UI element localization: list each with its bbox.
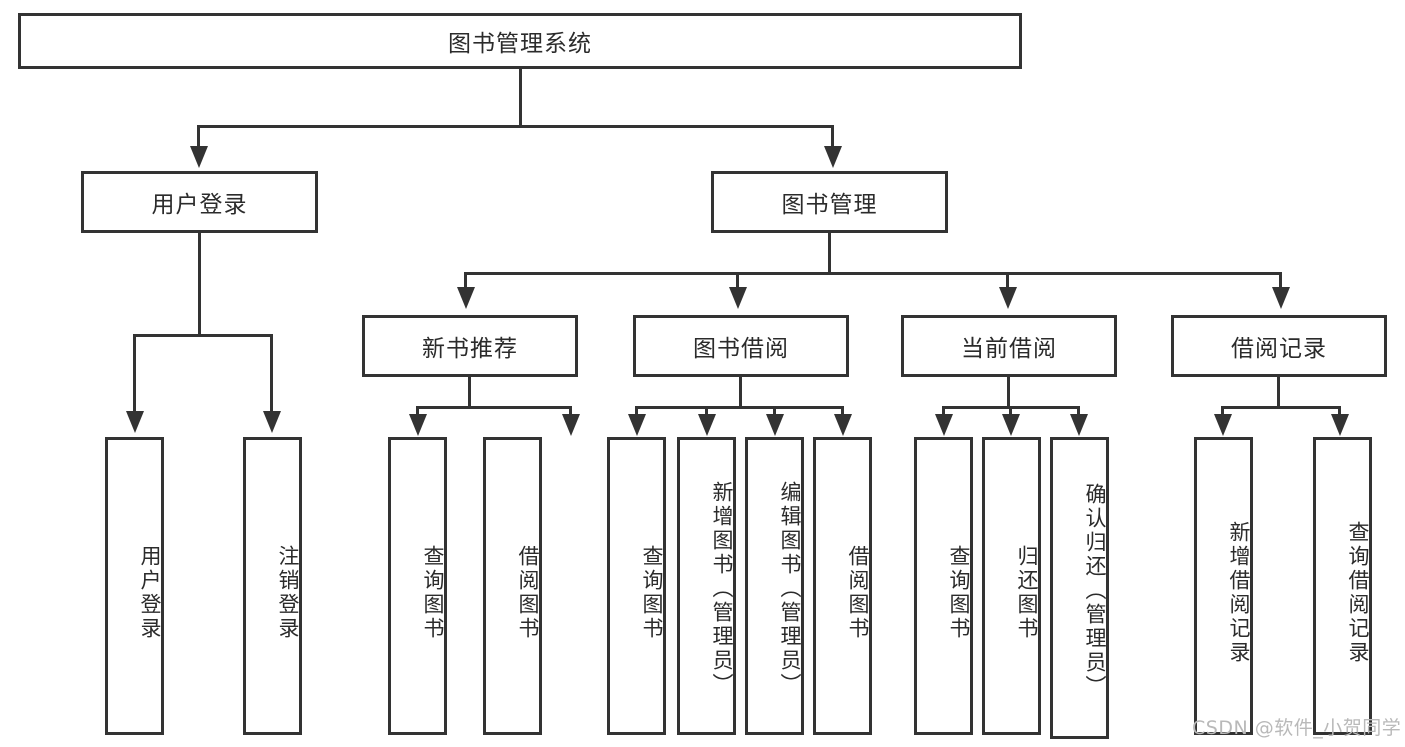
- node-label: 用户登录: [138, 545, 162, 641]
- arrow-to-current-borrow: [999, 287, 1017, 309]
- leaf-new-book-rec-1[interactable]: 借阅图书: [483, 437, 542, 735]
- edge-drop-bb-leaf-0: [635, 406, 638, 418]
- node-label: 图书管理: [781, 192, 878, 218]
- arrow-to-cb-leaf-0: [935, 414, 953, 436]
- edge-drop-br-leaf-1: [1338, 406, 1341, 418]
- arrow-to-br-leaf-1: [1331, 414, 1349, 436]
- node-label: 借阅图书: [516, 545, 540, 641]
- arrow-to-cb-leaf-1: [1002, 414, 1020, 436]
- edge-drop-new-book-rec: [464, 272, 467, 290]
- leaf-book-borrow-1[interactable]: 新增图书（管理员）: [677, 437, 736, 735]
- node-root-book-management-system[interactable]: 图书管理系统: [18, 13, 1022, 69]
- edge-drop-cb-leaf-1: [1009, 406, 1012, 418]
- leaf-current-borrow-1[interactable]: 归还图书: [982, 437, 1041, 735]
- edge-drop-bb-leaf-2: [773, 406, 776, 418]
- node-label: 图书借阅: [693, 336, 789, 362]
- node-label: 图书管理系统: [448, 31, 592, 57]
- edge-borrow-records-stem: [1277, 377, 1280, 408]
- node-label: 确认归还（管理员）: [1083, 483, 1107, 699]
- edge-drop-nbr-leaf-0: [416, 406, 419, 418]
- node-label: 查询借阅记录: [1346, 521, 1370, 665]
- leaf-book-borrow-0[interactable]: 查询图书: [607, 437, 666, 735]
- arrow-to-br-leaf-0: [1214, 414, 1232, 436]
- edge-drop-cb-leaf-0: [942, 406, 945, 418]
- node-current-borrow[interactable]: 当前借阅: [901, 315, 1117, 377]
- edge-user-login-bus: [133, 334, 272, 337]
- node-label: 用户登录: [151, 192, 248, 218]
- node-label: 查询图书: [421, 545, 445, 641]
- edge-drop-cb-leaf-2: [1077, 406, 1080, 418]
- watermark-text: CSDN @软件_小贺同学: [1192, 717, 1402, 739]
- arrow-to-leaf-user-login: [126, 411, 144, 433]
- arrow-to-new-book-rec: [457, 287, 475, 309]
- arrow-to-cb-leaf-2: [1070, 414, 1088, 436]
- leaf-borrow-records-0[interactable]: 新增借阅记录: [1194, 437, 1253, 735]
- leaf-book-borrow-3[interactable]: 借阅图书: [813, 437, 872, 735]
- arrow-to-bb-leaf-1: [698, 414, 716, 436]
- node-label: 借阅记录: [1231, 336, 1327, 362]
- edge-drop-book-borrow: [736, 272, 739, 290]
- leaf-book-borrow-2[interactable]: 编辑图书（管理员）: [745, 437, 804, 735]
- edge-root-stem: [519, 69, 522, 125]
- edge-drop-current-borrow: [1006, 272, 1009, 290]
- leaf-user-login-1[interactable]: 注销登录: [243, 437, 302, 735]
- edge-drop-user-login: [197, 125, 200, 150]
- edge-book-management-stem: [828, 233, 831, 272]
- arrow-to-user-login: [190, 146, 208, 168]
- edge-current-borrow-stem: [1007, 377, 1010, 408]
- edge-drop-bb-leaf-1: [705, 406, 708, 418]
- node-new-book-recommendation[interactable]: 新书推荐: [362, 315, 578, 377]
- node-label: 查询图书: [640, 545, 664, 641]
- edge-drop-bb-leaf-3: [841, 406, 844, 418]
- node-borrow-records[interactable]: 借阅记录: [1171, 315, 1387, 377]
- arrow-to-bb-leaf-2: [766, 414, 784, 436]
- edge-drop-nbr-leaf-1: [569, 406, 572, 418]
- node-label: 当前借阅: [961, 336, 1057, 362]
- node-label: 借阅图书: [846, 545, 870, 641]
- edge-drop-borrow-records: [1279, 272, 1282, 290]
- arrow-to-bb-leaf-3: [834, 414, 852, 436]
- leaf-new-book-rec-0[interactable]: 查询图书: [388, 437, 447, 735]
- leaf-borrow-records-1[interactable]: 查询借阅记录: [1313, 437, 1372, 735]
- edge-drop-book-management: [831, 125, 834, 150]
- edge-book-borrow-bus: [635, 406, 843, 409]
- edge-root-bus: [197, 125, 833, 128]
- edge-borrow-records-bus: [1221, 406, 1341, 409]
- edge-book-management-bus: [464, 272, 1282, 275]
- arrow-to-borrow-records: [1272, 287, 1290, 309]
- edge-user-login-stem: [198, 233, 201, 334]
- node-label: 注销登录: [276, 545, 300, 641]
- node-label: 新增图书（管理员）: [710, 481, 734, 697]
- edge-drop-leaf-logout: [270, 334, 273, 415]
- node-label: 归还图书: [1015, 545, 1039, 641]
- edge-drop-leaf-user-login: [133, 334, 136, 415]
- leaf-current-borrow-2[interactable]: 确认归还（管理员）: [1050, 437, 1109, 739]
- node-book-borrow[interactable]: 图书借阅: [633, 315, 849, 377]
- node-book-management[interactable]: 图书管理: [711, 171, 948, 233]
- node-label: 新书推荐: [422, 336, 518, 362]
- arrow-to-book-borrow: [729, 287, 747, 309]
- edge-new-book-rec-stem: [468, 377, 471, 408]
- node-label: 新增借阅记录: [1227, 521, 1251, 665]
- arrow-to-nbr-leaf-0: [409, 414, 427, 436]
- node-label: 查询图书: [947, 545, 971, 641]
- arrow-to-nbr-leaf-1: [562, 414, 580, 436]
- leaf-user-login-0[interactable]: 用户登录: [105, 437, 164, 735]
- node-user-login[interactable]: 用户登录: [81, 171, 318, 233]
- arrow-to-bb-leaf-0: [628, 414, 646, 436]
- node-label: 编辑图书（管理员）: [778, 481, 802, 697]
- leaf-current-borrow-0[interactable]: 查询图书: [914, 437, 973, 735]
- arrow-to-book-management: [824, 146, 842, 168]
- edge-new-book-rec-bus: [416, 406, 572, 409]
- arrow-to-leaf-logout: [263, 411, 281, 433]
- edge-book-borrow-stem: [739, 377, 742, 408]
- edge-drop-br-leaf-0: [1221, 406, 1224, 418]
